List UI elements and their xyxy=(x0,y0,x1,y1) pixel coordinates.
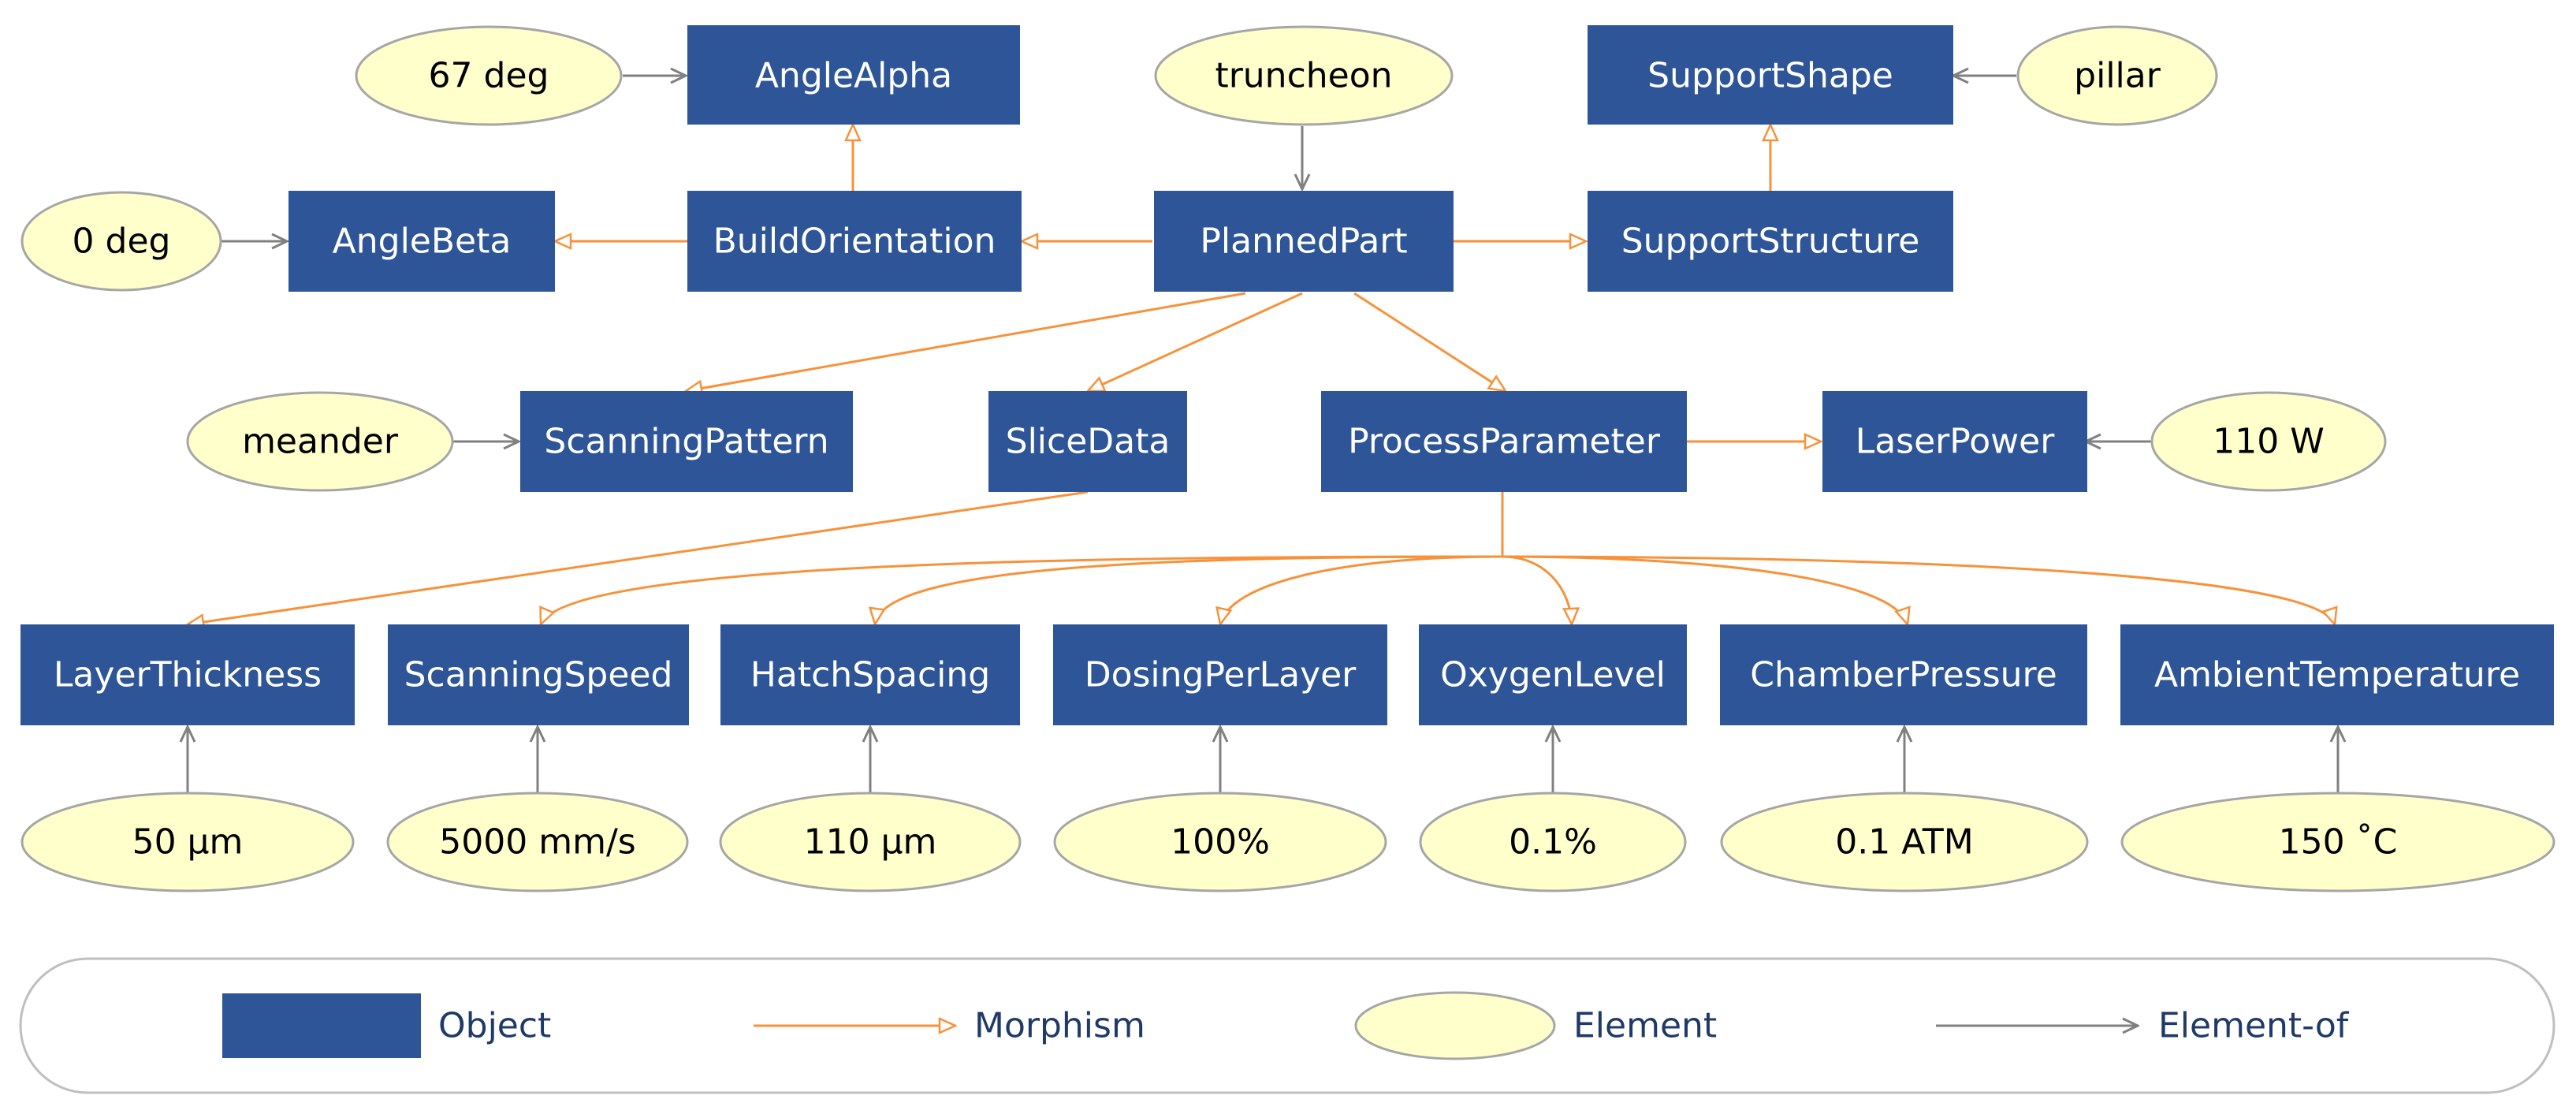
object-hatch-spacing: HatchSpacing xyxy=(720,624,1020,725)
element-label: 67 deg xyxy=(429,56,549,96)
object-label: LayerThickness xyxy=(54,655,322,695)
element-label: 0.1% xyxy=(1509,822,1597,863)
element-truncheon: truncheon xyxy=(1154,25,1454,126)
element-0-1-atm: 0.1 ATM xyxy=(1720,792,2089,892)
object-process-parameter: ProcessParameter xyxy=(1321,391,1687,492)
object-label: DosingPerLayer xyxy=(1085,655,1357,695)
element-label: 50 µm xyxy=(132,822,244,863)
legend-item-element-of: Element-of xyxy=(1936,1006,2350,1046)
element-label: 100% xyxy=(1171,822,1270,863)
legend-item-object: Object xyxy=(222,993,551,1058)
object-support-shape: SupportShape xyxy=(1588,25,1953,125)
morphism-edges xyxy=(188,125,2335,624)
object-label: SupportShape xyxy=(1647,56,1893,96)
legend-element-label: Element xyxy=(1573,1006,1717,1046)
object-label: SupportStructure xyxy=(1621,222,1920,262)
object-support-structure: SupportStructure xyxy=(1588,191,1953,292)
edge-plannedpart-slicedata xyxy=(1088,292,1303,393)
object-label: AngleBeta xyxy=(333,222,512,262)
element-100-pct: 100% xyxy=(1053,792,1387,892)
object-label: AngleAlpha xyxy=(755,56,952,96)
object-layer-thickness: LayerThickness xyxy=(20,624,355,725)
object-dosing-per-layer: DosingPerLayer xyxy=(1053,624,1387,725)
object-planned-part: PlannedPart xyxy=(1154,191,1454,292)
object-angle-alpha: AngleAlpha xyxy=(687,25,1020,125)
element-label: 150 ˚C xyxy=(2279,822,2398,863)
element-label: 0 deg xyxy=(73,222,171,262)
edge-plannedpart-processparameter xyxy=(1353,292,1506,391)
legend-item-element: Element xyxy=(1354,991,1717,1060)
object-ambient-temperature: AmbientTemperature xyxy=(2120,624,2554,725)
object-label: HatchSpacing xyxy=(750,655,990,695)
element-label: 110 W xyxy=(2213,422,2324,462)
element-label: 0.1 ATM xyxy=(1835,822,1973,863)
object-label: ScanningSpeed xyxy=(404,655,673,695)
element-label: meander xyxy=(242,422,399,462)
edge-processparameter-oxygenlevel xyxy=(1502,555,1572,624)
element-0-deg: 0 deg xyxy=(20,191,222,292)
element-0-1-pct: 0.1% xyxy=(1419,792,1687,892)
element-label: 5000 mm/s xyxy=(439,822,635,863)
object-label: ChamberPressure xyxy=(1750,655,2057,695)
edge-plannedpart-scanningpattern xyxy=(686,292,1246,391)
object-nodes: AngleAlpha SupportShape AngleBeta BuildO… xyxy=(20,25,2554,725)
edge-processparameter-ambienttemperature xyxy=(1502,555,2335,624)
legend-object-label: Object xyxy=(438,1006,551,1046)
element-label: 110 µm xyxy=(804,822,937,863)
object-label: PlannedPart xyxy=(1200,222,1407,262)
edge-slicedata-layerthickness xyxy=(188,490,1089,624)
element-5000-mms: 5000 mm/s xyxy=(386,792,689,892)
element-50-um: 50 µm xyxy=(20,792,355,892)
legend-item-morphism: Morphism xyxy=(754,1006,1145,1046)
legend-frame xyxy=(19,957,2556,1094)
legend-element-swatch xyxy=(1354,991,1556,1060)
object-oxygen-level: OxygenLevel xyxy=(1419,624,1687,725)
object-build-orientation: BuildOrientation xyxy=(687,191,1022,292)
object-label: AmbientTemperature xyxy=(2154,655,2520,695)
element-110-w: 110 W xyxy=(2150,391,2387,492)
element-label: truncheon xyxy=(1215,56,1392,96)
object-laser-power: LaserPower xyxy=(1822,391,2087,492)
element-67-deg: 67 deg xyxy=(355,25,623,126)
element-pillar: pillar xyxy=(2016,25,2218,126)
object-label: SliceData xyxy=(1006,422,1171,462)
edge-processparameter-hatchspacing xyxy=(875,555,1503,624)
edge-processparameter-dosingperlayer xyxy=(1220,555,1503,624)
object-label: ProcessParameter xyxy=(1348,422,1661,462)
element-110-um: 110 µm xyxy=(719,792,1022,892)
legend-element-of-label: Element-of xyxy=(2158,1006,2350,1046)
object-scanning-speed: ScanningSpeed xyxy=(388,624,689,725)
object-label: ScanningPattern xyxy=(544,422,828,462)
legend-object-swatch xyxy=(222,993,421,1058)
object-scanning-pattern: ScanningPattern xyxy=(520,391,853,492)
element-meander: meander xyxy=(186,391,454,492)
legend-morphism-label: Morphism xyxy=(974,1006,1145,1046)
element-150-c: 150 ˚C xyxy=(2120,792,2556,892)
edge-processparameter-scanningspeed xyxy=(541,555,1503,624)
element-of-edges xyxy=(188,76,2338,793)
legend: Object Morphism Element Element-of xyxy=(19,957,2556,1094)
object-label: BuildOrientation xyxy=(713,222,996,262)
object-chamber-pressure: ChamberPressure xyxy=(1720,624,2087,725)
object-label: OxygenLevel xyxy=(1440,655,1666,695)
element-nodes: 67 deg truncheon pillar 0 deg meander 11… xyxy=(20,25,2556,892)
object-label: LaserPower xyxy=(1856,422,2056,462)
object-slice-data: SliceData xyxy=(988,391,1187,492)
element-label: pillar xyxy=(2074,56,2161,96)
object-angle-beta: AngleBeta xyxy=(288,191,555,292)
